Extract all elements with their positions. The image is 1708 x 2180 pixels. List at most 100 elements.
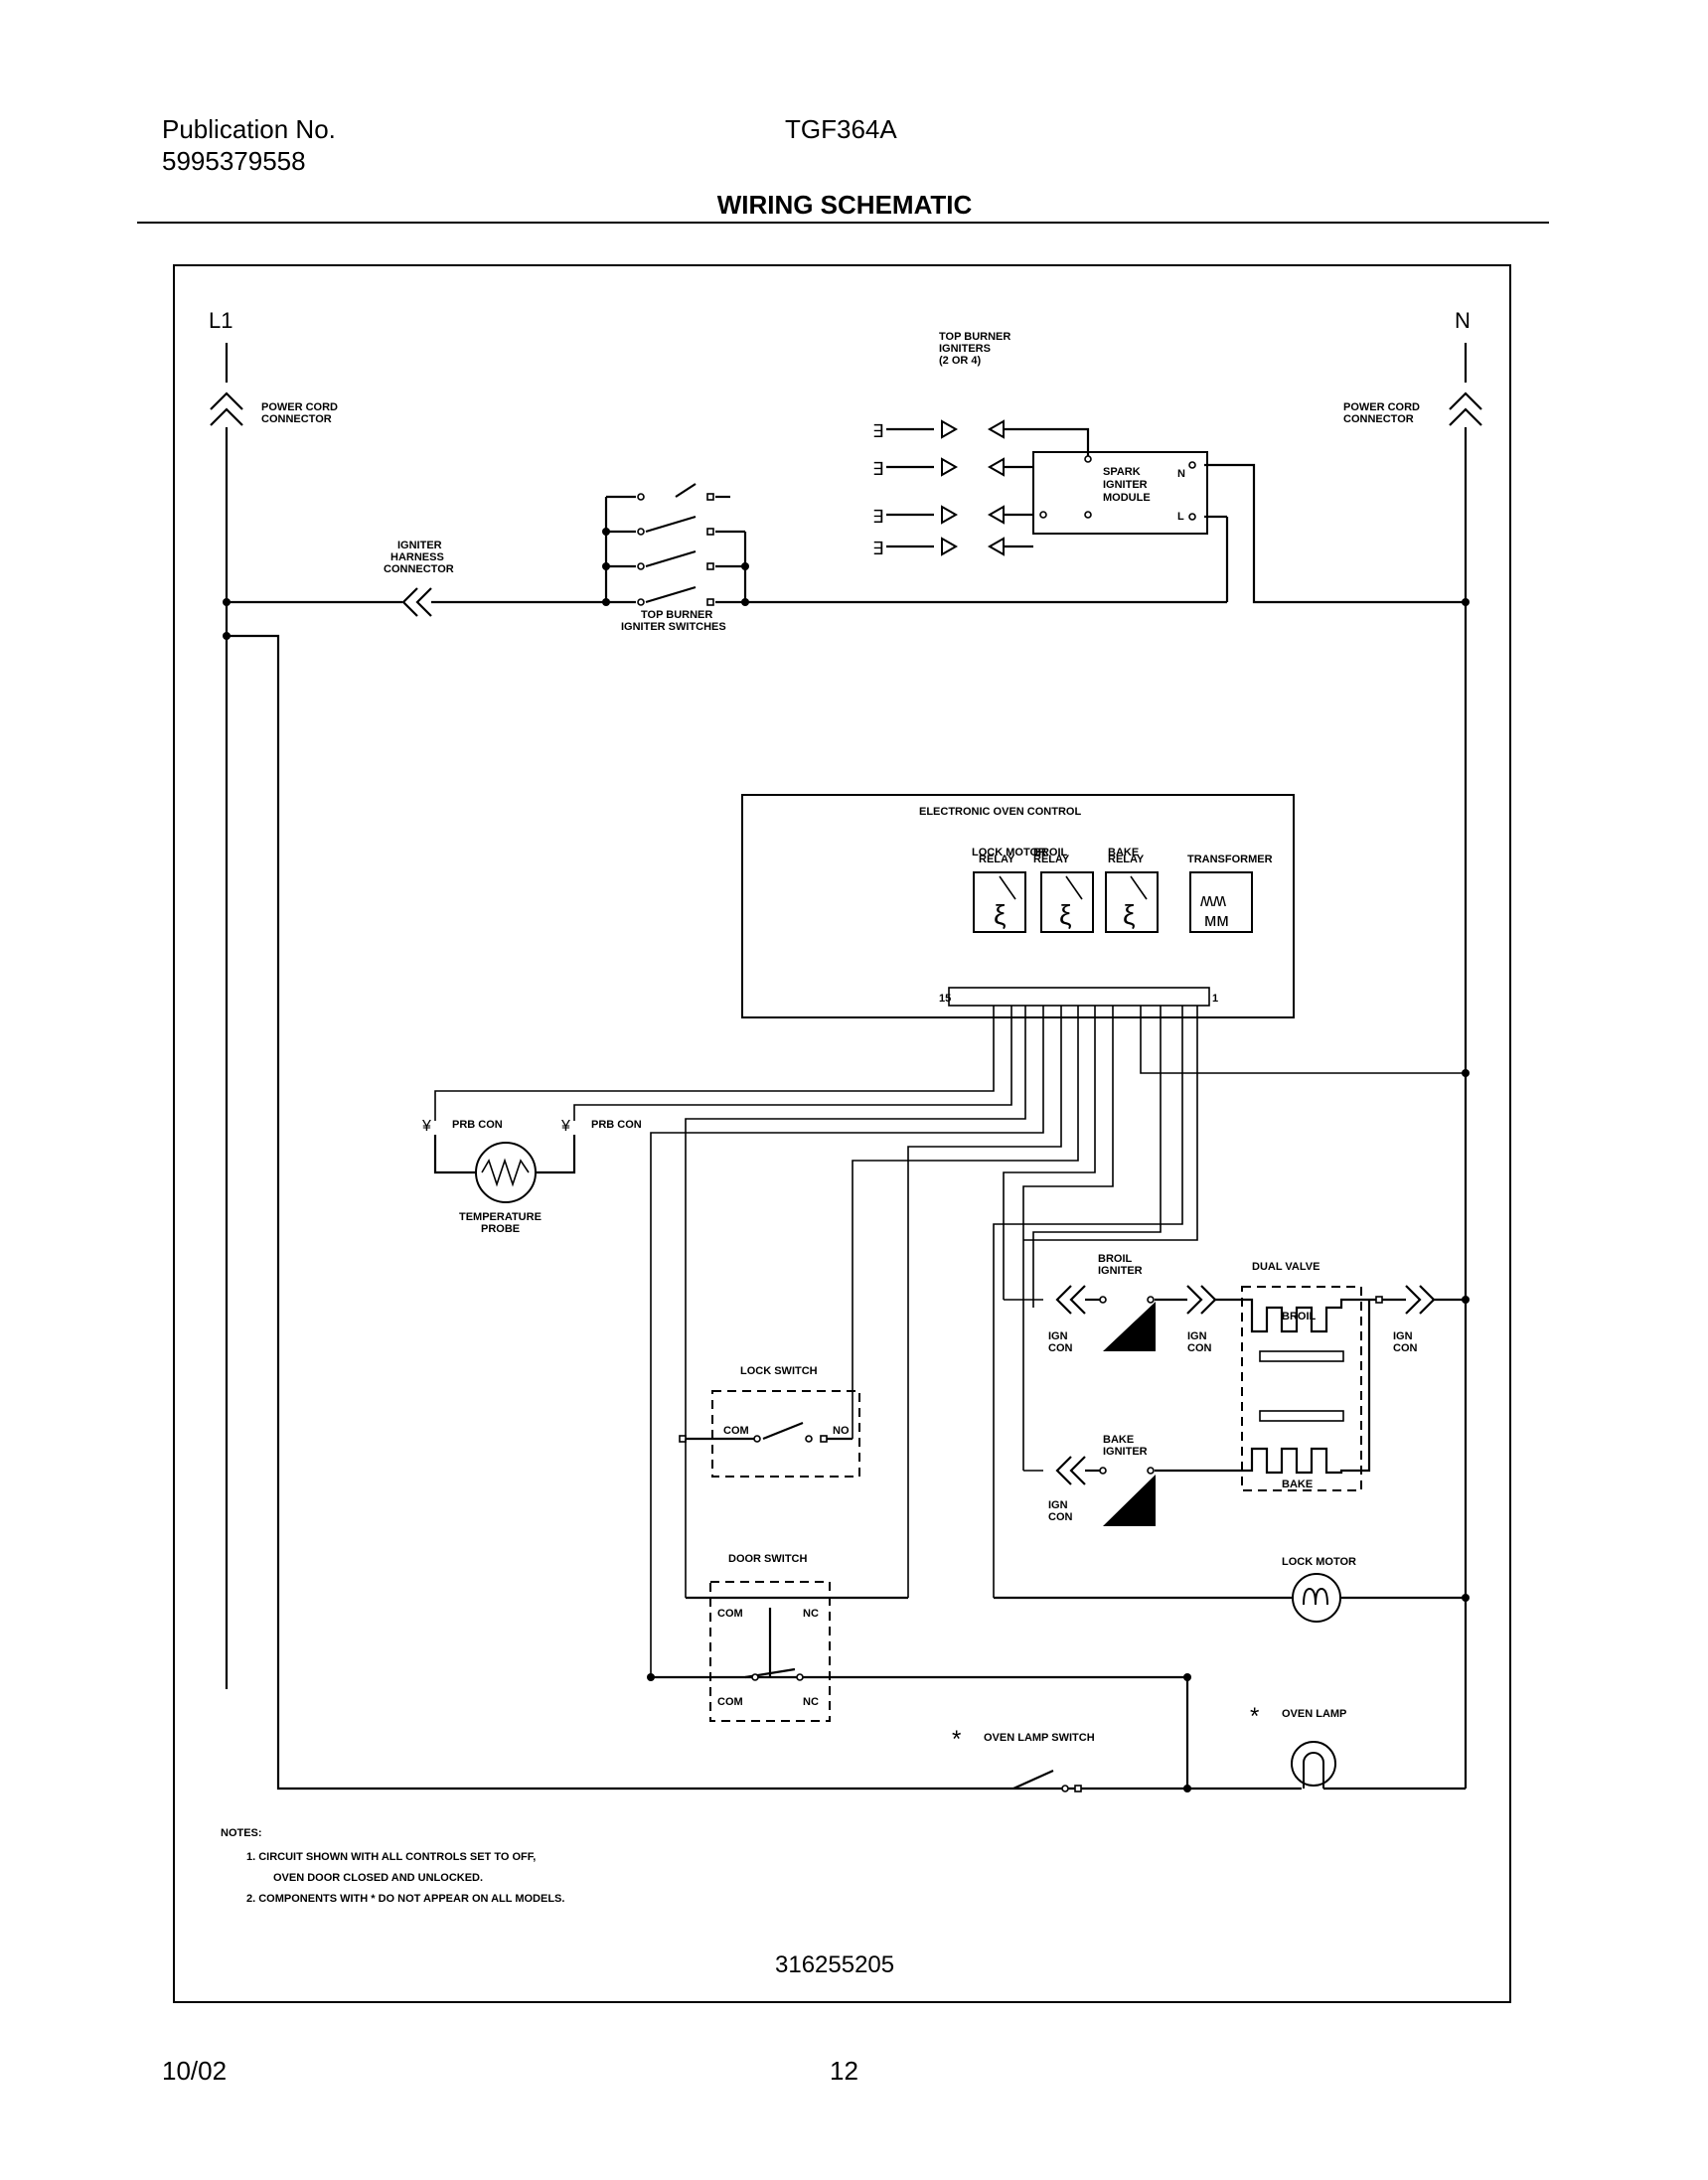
svg-text:DOOR SWITCH: DOOR SWITCH bbox=[728, 1553, 807, 1565]
top-burner-igniter-switches: TOP BURNER IGNITER SWITCHES bbox=[602, 483, 749, 633]
svg-text:NO: NO bbox=[833, 1425, 850, 1437]
svg-text:TRANSFORMER: TRANSFORMER bbox=[1187, 854, 1273, 865]
svg-text:PRB CON: PRB CON bbox=[452, 1119, 503, 1131]
bake-igniter: BAKE IGNITER IGN CON bbox=[1023, 1434, 1242, 1526]
svg-text:OVEN LAMP: OVEN LAMP bbox=[1282, 1708, 1346, 1720]
svg-text:IGNITER: IGNITER bbox=[397, 540, 442, 551]
svg-text:∃: ∃ bbox=[872, 421, 883, 441]
model-number: TGF364A bbox=[785, 114, 897, 144]
svg-text:ʍʍ: ʍʍ bbox=[1200, 890, 1226, 910]
lock-switch: LOCK SWITCH COM NO bbox=[679, 1365, 860, 1478]
svg-text:NC: NC bbox=[803, 1696, 819, 1708]
svg-text:15: 15 bbox=[939, 993, 951, 1005]
footer-date: 10/02 bbox=[162, 2056, 228, 2086]
svg-text:CON: CON bbox=[1393, 1342, 1418, 1354]
svg-text:POWER CORD: POWER CORD bbox=[261, 401, 338, 413]
svg-text:RELAY: RELAY bbox=[1033, 854, 1070, 865]
broil-igniter: BROIL IGNITER IGN CON IGN CON bbox=[1004, 1253, 1217, 1354]
svg-text:COM: COM bbox=[723, 1425, 749, 1437]
power-cord-connector-left: POWER CORD CONNECTOR bbox=[210, 343, 338, 426]
svg-text:CON: CON bbox=[1048, 1342, 1073, 1354]
header-rule bbox=[137, 222, 1549, 224]
svg-text:CON: CON bbox=[1048, 1511, 1073, 1523]
svg-text:LOCK MOTOR: LOCK MOTOR bbox=[972, 847, 1046, 858]
electronic-oven-control: ELECTRONIC OVEN CONTROL LOCK MOTOR RELAY… bbox=[741, 794, 1295, 1018]
svg-text:CONNECTOR: CONNECTOR bbox=[1343, 413, 1414, 425]
svg-text:CON: CON bbox=[1187, 1342, 1212, 1354]
schematic-frame bbox=[173, 264, 1511, 2003]
svg-text:POWER CORD: POWER CORD bbox=[1343, 401, 1420, 413]
svg-text:OVEN DOOR CLOSED AND UNLOCKED.: OVEN DOOR CLOSED AND UNLOCKED. bbox=[273, 1872, 483, 1884]
svg-text:RELAY: RELAY bbox=[979, 854, 1015, 865]
svg-text:1: 1 bbox=[1212, 993, 1218, 1005]
notes: NOTES: 1. CIRCUIT SHOWN WITH ALL CONTROL… bbox=[221, 1827, 564, 1905]
svg-text:DUAL VALVE: DUAL VALVE bbox=[1252, 1261, 1320, 1273]
svg-text:PRB CON: PRB CON bbox=[591, 1119, 642, 1131]
svg-text:ᴍᴍ: ᴍᴍ bbox=[1204, 910, 1229, 930]
svg-text:ξ: ξ bbox=[1059, 899, 1072, 930]
svg-text:BROIL: BROIL bbox=[1282, 1311, 1317, 1323]
svg-text:IGNITERS: IGNITERS bbox=[939, 343, 991, 355]
svg-text:N: N bbox=[1177, 468, 1185, 480]
page-number: 12 bbox=[830, 2056, 858, 2086]
svg-text:COM: COM bbox=[717, 1608, 743, 1620]
svg-text:LOCK SWITCH: LOCK SWITCH bbox=[740, 1365, 818, 1377]
top-burner-igniters: TOP BURNER IGNITERS (2 OR 4) ∃ ∃ ∃ ∃ bbox=[872, 331, 1033, 558]
svg-text:TEMPERATURE: TEMPERATURE bbox=[459, 1211, 542, 1223]
svg-text:BROIL: BROIL bbox=[1033, 847, 1068, 858]
spark-igniter-module: SPARK IGNITER MODULE N L bbox=[1032, 427, 1208, 535]
svg-text:IGNITER: IGNITER bbox=[1103, 479, 1148, 491]
publication-label: Publication No. bbox=[162, 114, 336, 144]
svg-text:BAKE: BAKE bbox=[1282, 1479, 1313, 1490]
svg-text:∃: ∃ bbox=[872, 459, 883, 479]
svg-text:IGNITER: IGNITER bbox=[1098, 1265, 1143, 1277]
dual-valve: DUAL VALVE BROIL BAKE IGN CON bbox=[1215, 1261, 1466, 1491]
svg-text:ELECTRONIC OVEN CONTROL: ELECTRONIC OVEN CONTROL bbox=[919, 806, 1081, 818]
svg-text:ξ: ξ bbox=[1123, 899, 1136, 930]
l1-label: L1 bbox=[209, 308, 233, 333]
lock-motor: LOCK MOTOR bbox=[994, 1556, 1466, 1623]
svg-text:ξ: ξ bbox=[994, 899, 1007, 930]
svg-text:∃: ∃ bbox=[872, 539, 883, 558]
svg-text:*: * bbox=[1250, 1703, 1259, 1730]
svg-text:TOP BURNER: TOP BURNER bbox=[641, 609, 712, 621]
svg-text:TOP BURNER: TOP BURNER bbox=[939, 331, 1010, 343]
svg-text:IGN: IGN bbox=[1393, 1330, 1413, 1342]
svg-text:HARNESS: HARNESS bbox=[390, 551, 444, 563]
igniter-harness-connector-label: IGNITER HARNESS CONNECTOR bbox=[384, 540, 454, 575]
oven-lamp-switch: * OVEN LAMP SWITCH bbox=[952, 1726, 1095, 1792]
svg-text:COM: COM bbox=[717, 1696, 743, 1708]
svg-text:∃: ∃ bbox=[872, 507, 883, 527]
drawing-number: 316255205 bbox=[775, 1951, 894, 1978]
svg-text:IGNITER SWITCHES: IGNITER SWITCHES bbox=[621, 621, 726, 633]
svg-text:¥: ¥ bbox=[560, 1118, 570, 1135]
svg-text:BAKE: BAKE bbox=[1108, 847, 1139, 858]
svg-text:IGNITER: IGNITER bbox=[1103, 1446, 1148, 1458]
svg-text:SPARK: SPARK bbox=[1103, 466, 1141, 478]
door-switch: DOOR SWITCH COM NC COM NC bbox=[651, 1553, 1187, 1722]
svg-text:CONNECTOR: CONNECTOR bbox=[384, 563, 454, 575]
temperature-probe: ¥ ¥ PRB CON PRB CON TEMPERATURE PROBE bbox=[421, 1006, 1012, 1235]
svg-text:RELAY: RELAY bbox=[1108, 854, 1145, 865]
svg-text:¥: ¥ bbox=[421, 1118, 431, 1135]
svg-text:BAKE: BAKE bbox=[1103, 1434, 1134, 1446]
svg-text:IGN: IGN bbox=[1187, 1330, 1207, 1342]
svg-text:CONNECTOR: CONNECTOR bbox=[261, 413, 332, 425]
svg-text:(2 OR 4): (2 OR 4) bbox=[939, 355, 982, 367]
svg-text:PROBE: PROBE bbox=[481, 1223, 520, 1235]
n-label: N bbox=[1455, 308, 1471, 333]
power-cord-connector-right: POWER CORD CONNECTOR bbox=[1343, 343, 1482, 426]
svg-text:LOCK MOTOR: LOCK MOTOR bbox=[1282, 1556, 1356, 1568]
svg-text:BROIL: BROIL bbox=[1098, 1253, 1133, 1265]
svg-text:2. COMPONENTS WITH * DO NOT: 2. COMPONENTS WITH * DO NOT APPEAR ON AL… bbox=[246, 1893, 564, 1905]
svg-text:L: L bbox=[1177, 511, 1184, 523]
page-title: WIRING SCHEMATIC bbox=[716, 190, 973, 220]
svg-text:NOTES:: NOTES: bbox=[221, 1827, 262, 1839]
svg-text:MODULE: MODULE bbox=[1103, 492, 1151, 504]
svg-text:NC: NC bbox=[803, 1608, 819, 1620]
oven-lamp: * OVEN LAMP bbox=[1187, 1703, 1466, 1791]
svg-text:1. CIRCUIT SHOWN WITH ALL CON: 1. CIRCUIT SHOWN WITH ALL CONTROLS SET T… bbox=[246, 1851, 536, 1863]
svg-text:OVEN LAMP SWITCH: OVEN LAMP SWITCH bbox=[984, 1732, 1095, 1744]
svg-text:*: * bbox=[952, 1726, 961, 1753]
